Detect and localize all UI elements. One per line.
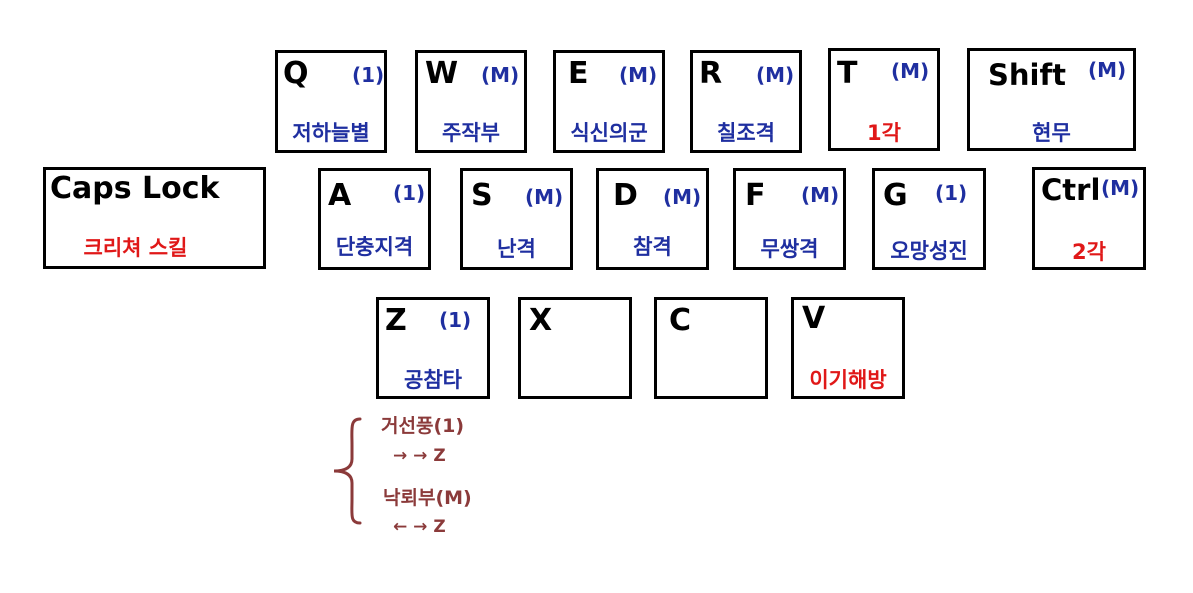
key-x: X: [518, 297, 632, 399]
key-letter: X: [529, 303, 553, 338]
key-capslock: Caps Lock 크리쳐 스킬: [43, 167, 266, 269]
key-skill-label: 무쌍격: [760, 237, 819, 261]
key-g: G (1) 오망성진: [872, 168, 986, 270]
combo-1-input: → → Z: [393, 446, 446, 466]
key-skill-label: 식신의군: [570, 121, 648, 145]
key-badge: (M): [1088, 58, 1127, 82]
key-letter: Z: [385, 303, 407, 338]
key-skill-label: 1각: [867, 121, 901, 145]
key-letter: S: [471, 178, 493, 213]
key-shift: Shift (M) 현무: [967, 48, 1136, 151]
key-f: F (M) 무쌍격: [733, 168, 846, 270]
key-q: Q (1) 저하늘별: [275, 50, 387, 153]
key-letter: T: [837, 56, 858, 91]
key-ctrl: Ctrl (M) 2각: [1032, 167, 1146, 270]
key-badge: (M): [481, 63, 520, 87]
key-letter: Caps Lock: [50, 171, 220, 206]
key-letter: A: [328, 178, 352, 213]
key-badge: (M): [891, 59, 930, 83]
key-c: C: [654, 297, 768, 399]
key-letter: Shift: [988, 58, 1066, 92]
key-e: E (M) 식신의군: [553, 50, 665, 153]
key-letter: W: [425, 56, 459, 91]
key-badge: (M): [619, 63, 658, 87]
key-letter: C: [669, 303, 692, 338]
combo-2-name: 낙뢰부(M): [383, 487, 472, 509]
key-d: D (M) 참격: [596, 168, 709, 270]
key-skill-label: 난격: [497, 237, 536, 261]
key-a: A (1) 단충지격: [318, 168, 431, 270]
key-z: Z (1) 공참타: [376, 297, 490, 399]
key-skill-label: 참격: [633, 235, 672, 259]
key-skill-label: 칠조격: [717, 121, 775, 145]
key-t: T (M) 1각: [828, 48, 940, 151]
key-letter: E: [568, 56, 589, 91]
combo-brace-path: [333, 417, 362, 525]
combo-brace: [333, 417, 362, 525]
key-badge: (1): [393, 181, 426, 205]
key-s: S (M) 난격: [460, 168, 573, 270]
key-letter: Ctrl: [1041, 173, 1101, 207]
key-skill-label: 2각: [1072, 240, 1106, 264]
key-skill-label: 단충지격: [335, 235, 414, 259]
key-badge: (1): [439, 308, 472, 332]
key-w: W (M) 주작부: [415, 50, 527, 153]
key-skill-label: 공참타: [404, 368, 462, 392]
key-badge: (M): [663, 185, 702, 209]
key-letter: F: [745, 178, 766, 213]
key-badge: (M): [756, 63, 795, 87]
key-skill-label: 현무: [1032, 121, 1071, 145]
key-v: V 이기해방: [791, 297, 905, 399]
key-letter: Q: [283, 56, 309, 91]
key-skill-label: 오망성진: [890, 239, 968, 263]
key-skill-label: 이기해방: [809, 368, 887, 392]
key-letter: R: [699, 56, 723, 91]
key-badge: (1): [352, 63, 385, 87]
key-skill-label: 주작부: [442, 121, 500, 145]
key-r: R (M) 칠조격: [690, 50, 802, 153]
combo-1-name: 거선풍(1): [381, 415, 465, 437]
key-badge: (1): [935, 181, 968, 205]
key-letter: G: [883, 178, 908, 213]
key-letter: V: [802, 301, 826, 336]
key-letter: D: [613, 178, 638, 213]
key-badge: (M): [525, 185, 564, 209]
key-badge: (M): [801, 183, 840, 207]
key-skill-label: 크리쳐 스킬: [83, 236, 188, 260]
combo-2-input: ← → Z: [393, 517, 446, 537]
key-skill-label: 저하늘별: [292, 121, 370, 145]
key-badge: (M): [1101, 176, 1140, 200]
